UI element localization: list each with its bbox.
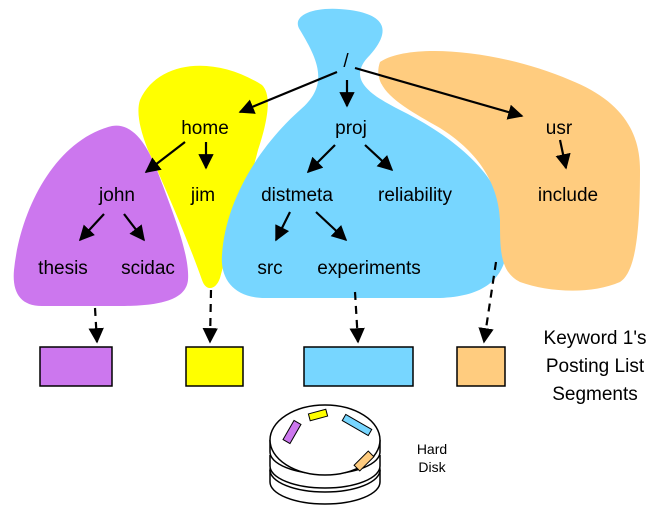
node-include: include — [538, 185, 598, 206]
node-src: src — [257, 258, 282, 279]
blue-partition-region — [221, 8, 509, 299]
node-experiments: experiments — [317, 258, 421, 279]
segment-orange — [456, 346, 506, 387]
segment-links — [88, 261, 498, 344]
posting-list-segments — [39, 346, 506, 387]
disk-block-orange — [353, 450, 375, 472]
node-root: / — [343, 51, 349, 72]
edge-john-scidac — [123, 213, 145, 242]
edge-proj-distmeta — [306, 144, 336, 174]
tree-edges — [78, 66, 571, 242]
edge-root-usr — [354, 66, 524, 120]
edge-proj-reliability — [364, 144, 394, 172]
tree-nodes: / home proj usr john jim distmeta reliab… — [38, 51, 598, 279]
node-john: john — [98, 185, 135, 206]
yellow-partition-region — [138, 65, 268, 289]
link-purple-segment — [88, 307, 104, 344]
node-distmeta: distmeta — [261, 185, 333, 206]
node-scidac: scidac — [121, 258, 175, 279]
edge-root-home — [238, 70, 338, 114]
edge-distmeta-src — [275, 211, 291, 242]
disk-label-line-1: Hard — [417, 441, 447, 457]
node-thesis: thesis — [38, 258, 88, 279]
edge-home-john — [144, 141, 186, 173]
link-yellow-segment — [202, 289, 218, 344]
caption-line-1: Keyword 1's — [544, 328, 647, 349]
orange-partition-region — [378, 50, 640, 291]
node-reliability: reliability — [378, 185, 452, 206]
disk-label-line-2: Disk — [418, 459, 446, 475]
disk-block-blue — [341, 413, 373, 437]
node-jim: jim — [190, 185, 215, 206]
edge-distmeta-experiments — [315, 211, 348, 242]
segments-caption: Keyword 1's Posting List Segments — [544, 328, 647, 405]
hard-disk-icon — [269, 404, 381, 505]
node-home: home — [181, 118, 229, 139]
edge-john-thesis — [78, 213, 105, 242]
caption-line-2: Posting List — [546, 356, 645, 377]
disk-block-purple — [282, 419, 302, 445]
node-proj: proj — [335, 118, 367, 139]
disk-block-yellow — [307, 408, 329, 422]
segment-purple — [39, 346, 113, 387]
node-usr: usr — [546, 118, 573, 139]
link-blue-segment — [349, 291, 365, 344]
segment-blue — [303, 346, 414, 387]
caption-line-3: Segments — [552, 384, 638, 405]
edge-usr-include — [555, 139, 571, 170]
segment-yellow — [185, 346, 244, 387]
